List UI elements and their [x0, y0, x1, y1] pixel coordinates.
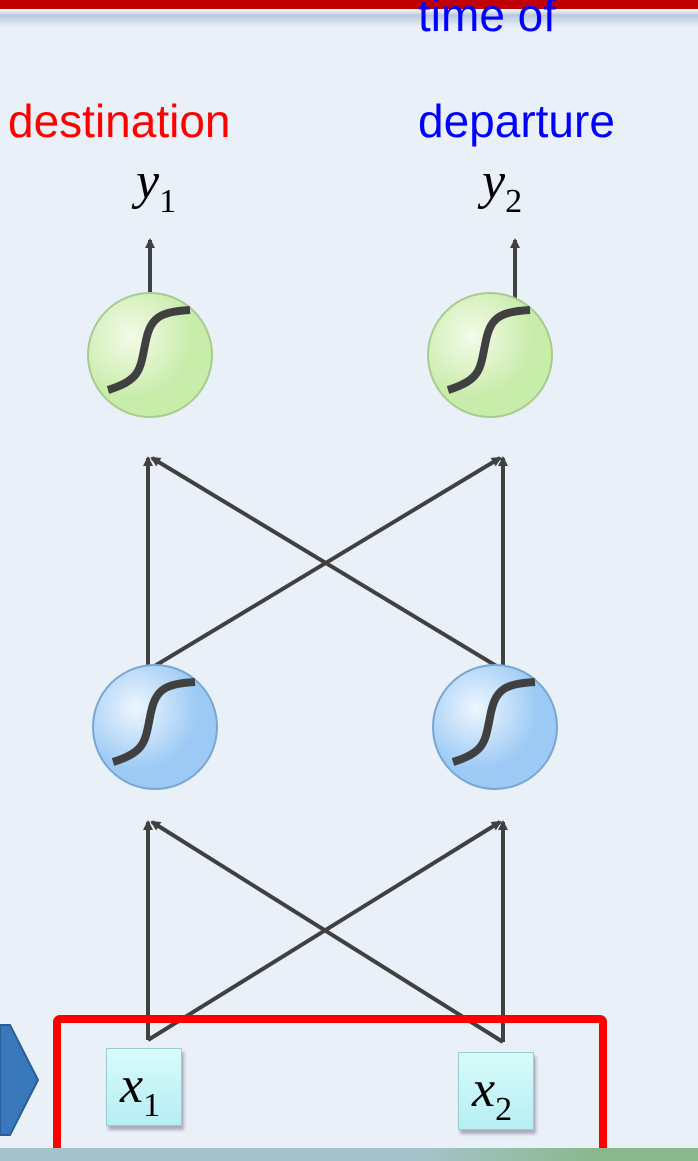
edge: [150, 456, 505, 672]
output-node-1: [87, 292, 213, 418]
hidden-node-2: [432, 664, 558, 790]
footer-band: [0, 1148, 698, 1161]
edge: [150, 820, 505, 1044]
output-y1: y1: [136, 153, 177, 220]
input-x1: x1: [120, 1057, 161, 1124]
destination-label: destination: [8, 95, 231, 147]
input-x2: x2: [472, 1061, 513, 1128]
input-node-2: [458, 1052, 534, 1130]
time-of-label: time of: [418, 0, 557, 41]
input-node-1: [106, 1048, 182, 1126]
output-y2: y2: [482, 153, 523, 220]
pointer-arrow-shape: [0, 1024, 40, 1136]
title-bar: [0, 0, 698, 9]
hidden-node-1: [92, 664, 218, 790]
output-node-2: [427, 292, 553, 418]
title-shade: [0, 9, 698, 27]
departure-label: departure: [418, 95, 615, 147]
